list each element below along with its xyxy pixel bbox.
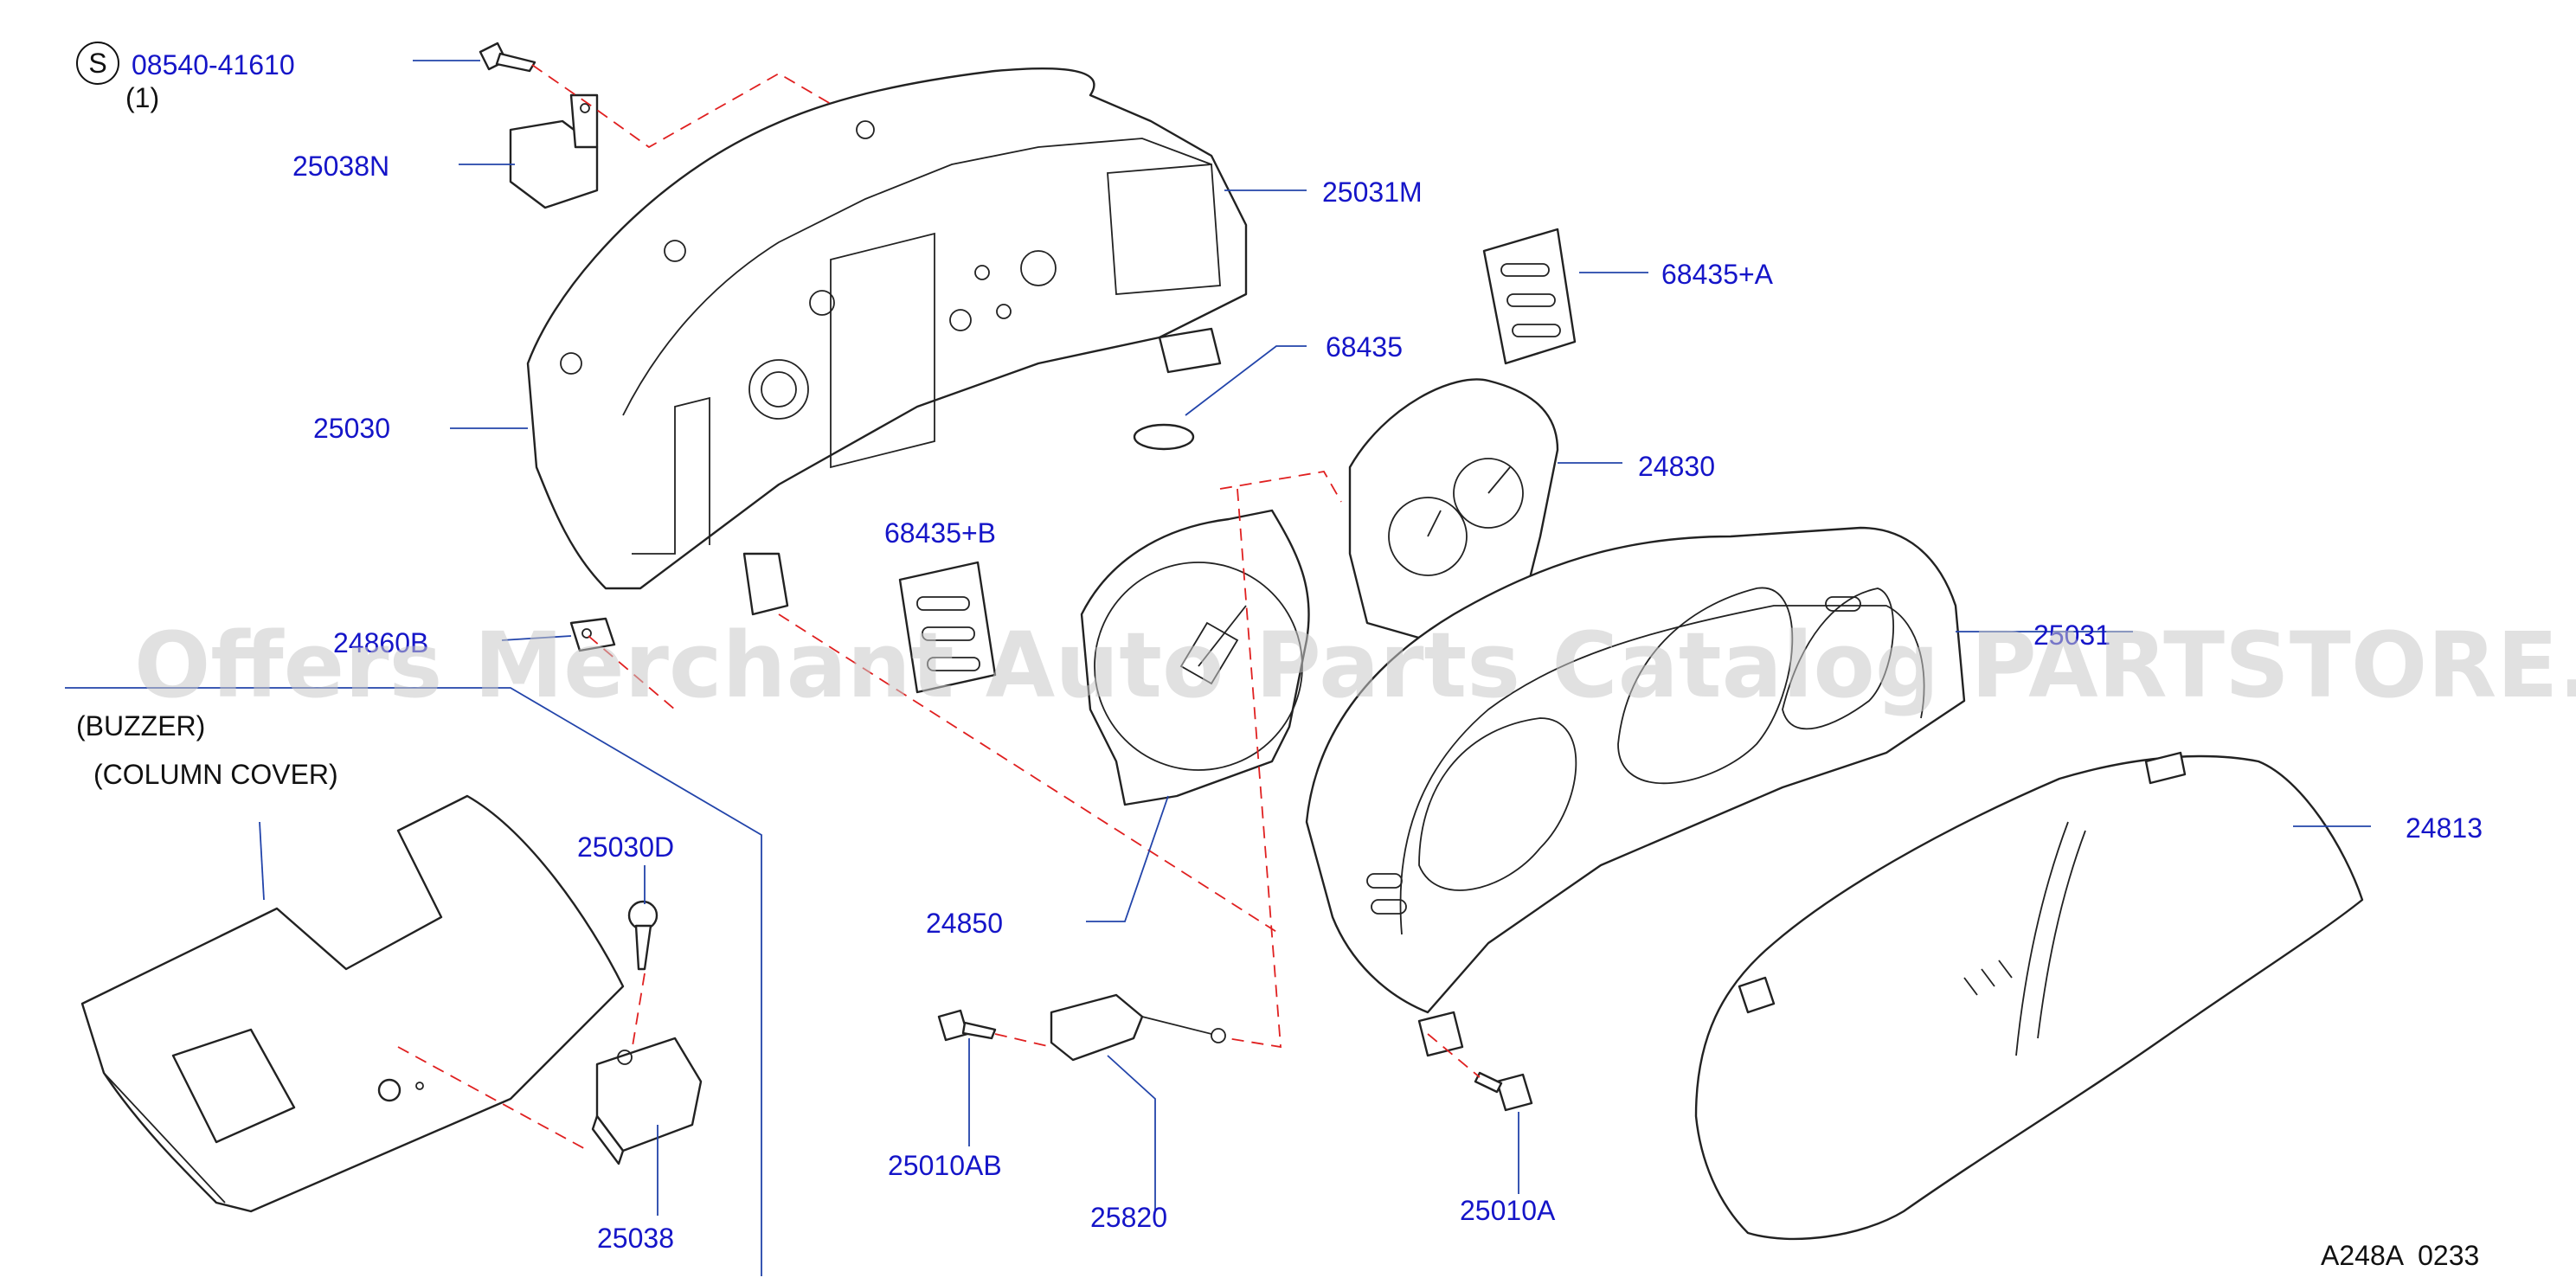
- note-buzzer: (BUZZER): [76, 710, 205, 742]
- label-68435[interactable]: 68435: [1326, 331, 1403, 363]
- label-24850[interactable]: 24850: [926, 908, 1003, 939]
- s-symbol: S: [88, 48, 106, 79]
- label-25038N[interactable]: 25038N: [292, 151, 389, 182]
- label-08540-41610[interactable]: 08540-41610: [132, 49, 295, 80]
- label-25820[interactable]: 25820: [1090, 1202, 1167, 1233]
- label-24860B[interactable]: 24860B: [333, 627, 428, 658]
- figure-code: A248A 0233: [2321, 1240, 2479, 1271]
- dashed-connectors: [397, 64, 1481, 1152]
- quantity-label: (1): [125, 82, 159, 113]
- label-25010A[interactable]: 25010A: [1460, 1195, 1556, 1226]
- label-24830[interactable]: 24830: [1638, 451, 1715, 482]
- part-25031-finisher: [1305, 526, 1966, 1057]
- s-symbol-circle: [76, 42, 119, 85]
- part-25820-sensor: [1050, 993, 1226, 1062]
- part-24850-speedometer: [1080, 509, 1310, 806]
- note-column-cover: (COLUMN COVER): [93, 759, 338, 790]
- part-24813-lens: [1694, 751, 2364, 1241]
- part-25030D-screw: [627, 900, 658, 971]
- part-68435A-gasket: [1482, 228, 1577, 365]
- part-25030-housing: [526, 67, 1248, 616]
- part-24830-gauge: [1348, 378, 1559, 642]
- part-25010A-bolt: [1474, 1071, 1533, 1112]
- label-25038[interactable]: 25038: [597, 1223, 674, 1254]
- label-25031M[interactable]: 25031M: [1322, 177, 1423, 208]
- label-25010AB[interactable]: 25010AB: [888, 1150, 1002, 1181]
- part-24860B-clip: [569, 617, 616, 652]
- part-screw-08540-41610: [479, 42, 536, 73]
- label-25030D[interactable]: 25030D: [577, 831, 674, 863]
- label-25030[interactable]: 25030: [313, 413, 390, 444]
- part-column-cover: [80, 794, 625, 1213]
- watermark: Offers Merchant Auto Parts Catalog PARTS…: [134, 613, 2576, 718]
- part-25038-buzzer: [591, 1037, 703, 1165]
- screw-spec: S 08540-41610 (1): [76, 42, 295, 113]
- label-68435A[interactable]: 68435+A: [1661, 259, 1774, 290]
- part-68435B-gasket: [898, 561, 997, 694]
- label-68435B[interactable]: 68435+B: [884, 517, 996, 549]
- part-68435-bulb: [1133, 423, 1195, 451]
- leader-lines: [65, 60, 2371, 1276]
- label-24813[interactable]: 24813: [2406, 812, 2483, 844]
- part-25010AB-bolt: [937, 1009, 997, 1042]
- part-25038N-bracket: [509, 93, 599, 209]
- label-25031[interactable]: 25031: [2033, 620, 2110, 651]
